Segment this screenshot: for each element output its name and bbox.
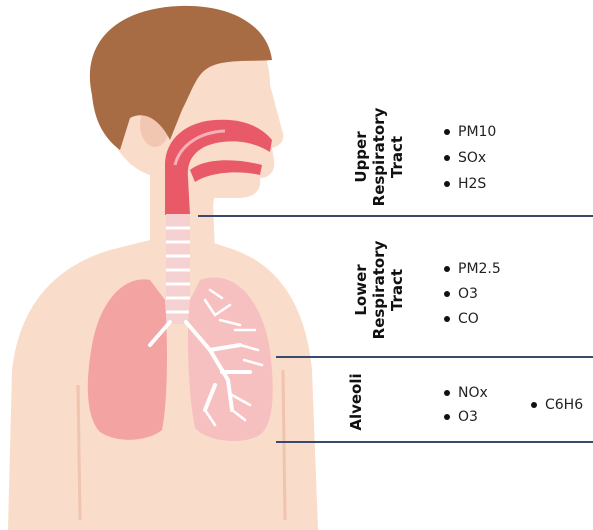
region-title-line: Tract <box>388 108 406 207</box>
region-title-line: Respiratory <box>370 108 388 207</box>
pollutant-item: H2S <box>458 176 486 192</box>
region-title-line: Lower <box>352 241 370 340</box>
pollutant-item: SOx <box>458 150 486 166</box>
region-title-line: Tract <box>388 241 406 340</box>
region-title-upper: Upper Respiratory Tract <box>352 108 406 207</box>
arm-line-left <box>78 385 80 520</box>
region-title-line: Respiratory <box>370 241 388 340</box>
pollutant-item: CO <box>458 311 479 327</box>
region-title-line: Upper <box>352 108 370 207</box>
pollutant-item: C6H6 <box>545 397 583 413</box>
divider-upper <box>198 215 593 217</box>
region-title-alveoli: Alveoli <box>347 373 365 430</box>
divider-lower <box>276 356 593 358</box>
pollutant-item: O3 <box>458 286 478 302</box>
trachea-rings <box>166 228 190 312</box>
pollutant-item: PM10 <box>458 124 496 140</box>
divider-alveoli <box>276 441 593 443</box>
region-title-lower: Lower Respiratory Tract <box>352 241 406 340</box>
pollutant-item: O3 <box>458 409 478 425</box>
pollutant-item: PM2.5 <box>458 261 501 277</box>
arm-line-right <box>283 370 285 520</box>
region-title-line: Alveoli <box>347 373 365 430</box>
pollutant-item: NOx <box>458 385 488 401</box>
